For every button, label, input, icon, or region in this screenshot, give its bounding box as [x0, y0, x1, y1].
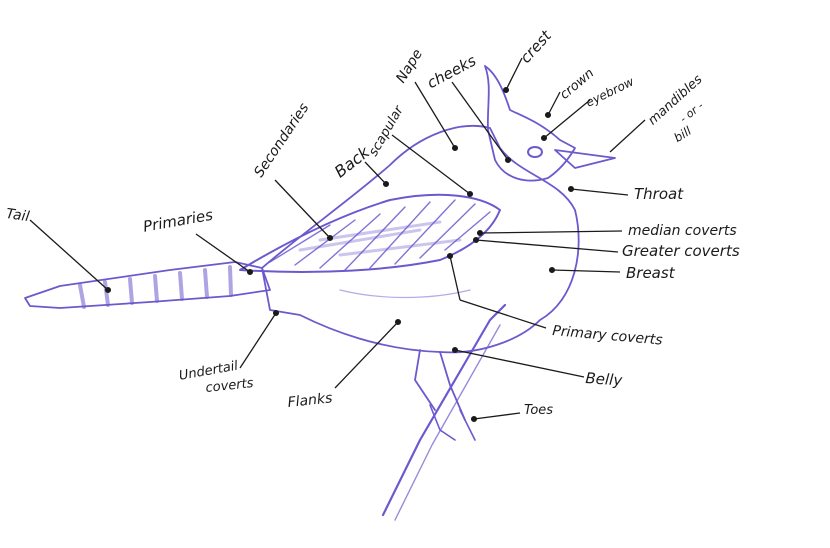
eye [527, 146, 543, 158]
legs [414, 349, 466, 421]
label-throat: Throat [634, 185, 684, 203]
belly-line [339, 289, 471, 299]
label-breast: Breast [626, 264, 675, 282]
tail-bars [78, 265, 233, 309]
beak [554, 149, 616, 169]
label-toes: Toes [524, 403, 554, 418]
label-belly: Belly [584, 369, 623, 390]
label-greater-coverts: Greater coverts [622, 242, 740, 260]
branch [381, 303, 507, 517]
tail-outline [24, 261, 271, 309]
label-median-coverts: median coverts [628, 223, 737, 239]
body-outline [261, 124, 580, 354]
wing-feathers [269, 199, 491, 271]
wing-shading [298, 220, 462, 257]
head-outline [484, 65, 576, 182]
feet [429, 404, 476, 441]
wing-outline [239, 193, 501, 273]
branch-edge [394, 324, 501, 521]
label-tail: Tail [4, 206, 31, 226]
